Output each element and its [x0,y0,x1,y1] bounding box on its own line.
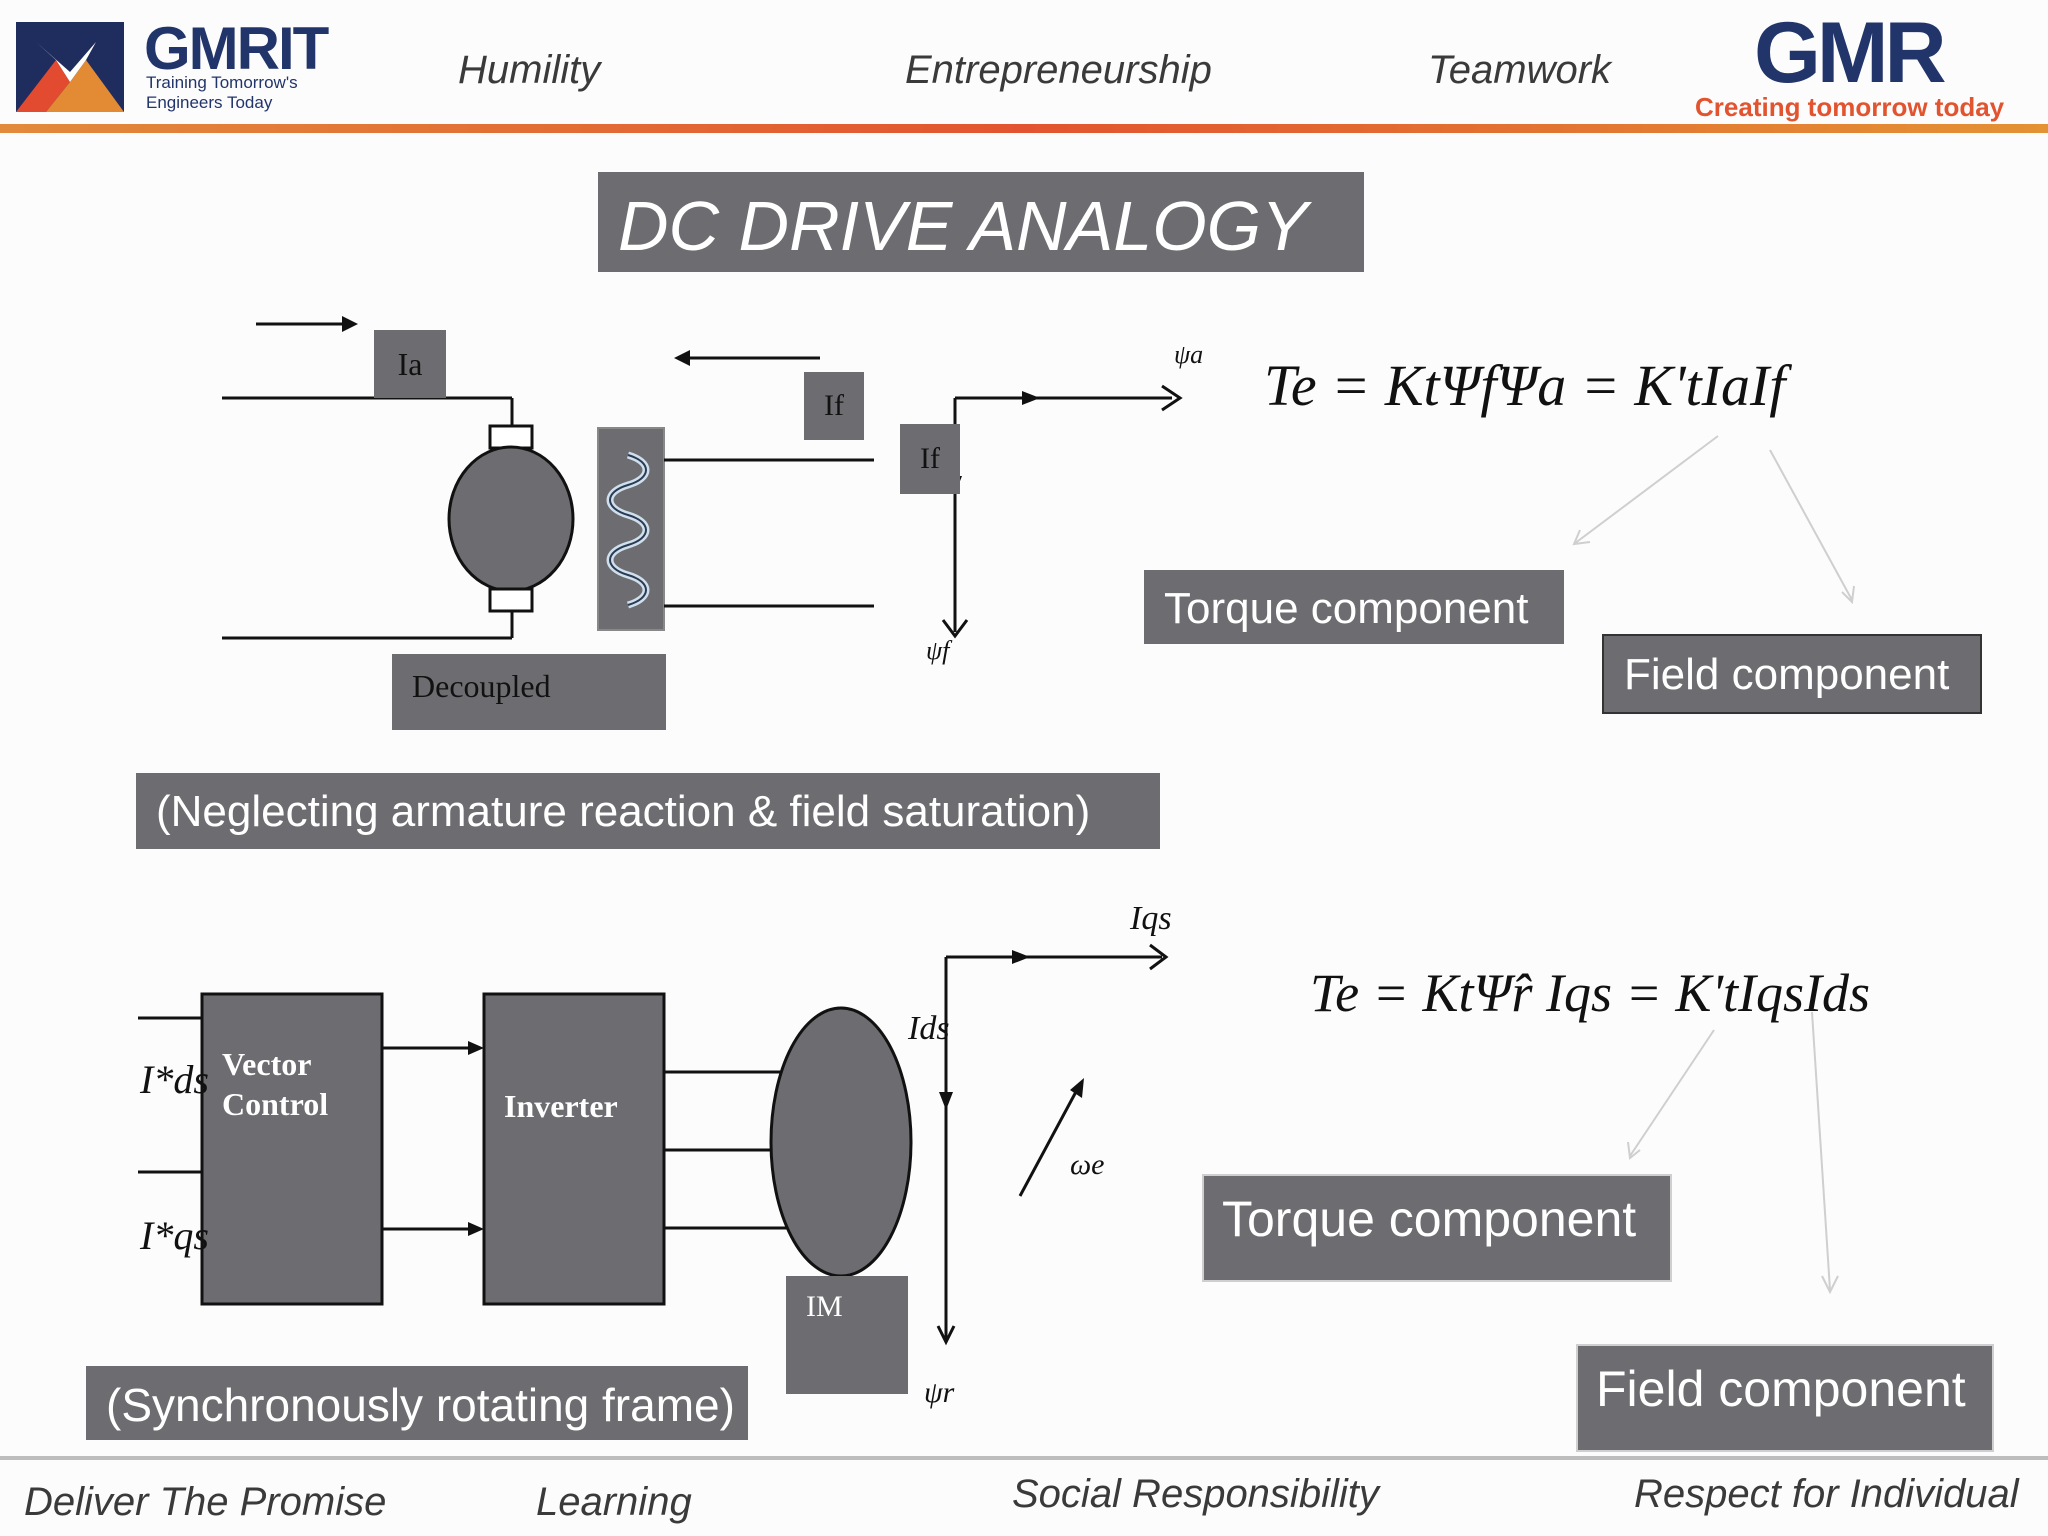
dc-torque-component-label: Torque component [1164,584,1529,633]
gmrit-wordmark: GMRIT [144,15,329,82]
gmr-logo: GMR Creating tomorrow today [1690,5,2035,125]
gmr-wordmark: GMR [1754,5,1947,101]
ids-star-label: I*ds [140,1057,209,1102]
vector-control-line-1: Vector [222,1046,312,1082]
ac-torque-component-box: Torque component [1202,1174,1672,1282]
dc-note: (Neglecting armature reaction & field sa… [156,787,1091,836]
gmrit-logo: GMRIT Training Tomorrow's Engineers Toda… [16,15,329,115]
if-label-box-top: If [804,372,864,440]
ia-label: Ia [397,345,423,382]
ac-field-pointer-arrow [1811,1011,1831,1291]
footer-value-deliver: Deliver The Promise [24,1480,387,1524]
psi-a-label: ψa [1174,340,1204,369]
ac-field-component-label: Field component [1596,1361,1966,1417]
if-label-axis: If [920,442,940,475]
im-label-box: IM [786,1276,908,1394]
field-winding-box [597,427,665,631]
ac-field-component-box: Field component [1576,1344,1994,1452]
ac-note-box: (Synchronously rotating frame) [86,1366,748,1440]
psi-f-label: ψf [926,636,950,665]
value-entrepreneurship: Entrepreneurship [905,48,1212,92]
vector-control-block [200,992,384,1306]
ac-note: (Synchronously rotating frame) [106,1379,735,1431]
decoupled-label: Decoupled [412,668,551,704]
gmrit-tagline-2: Engineers Today [146,93,273,112]
dc-field-component-box: Field component [1602,634,1982,714]
decoupled-box: Decoupled [392,654,666,730]
omega-e-label: ωe [1070,1148,1105,1181]
gmr-tagline: Creating tomorrow today [1695,92,2005,122]
if-label-top: If [824,389,844,422]
value-teamwork: Teamwork [1428,48,1612,92]
psi-r-label: ψr [924,1376,955,1409]
omega-e-arrow [1018,1087,1080,1197]
dc-field-component-label: Field component [1624,650,1950,699]
dc-note-box: (Neglecting armature reaction & field sa… [136,773,1160,849]
ids-axis-label: Ids [908,1010,950,1047]
ac-torque-component-label: Torque component [1222,1191,1637,1247]
dc-torque-equation: Te = KtΨfΨa = K'tIaIf [1264,353,1786,418]
value-humility: Humility [458,48,601,92]
header-rule [0,124,2048,133]
footer-rule [0,1456,2048,1460]
ac-torque-pointer-arrow [1629,1029,1715,1157]
iqs-star-label: I*qs [140,1213,209,1258]
torque-pointer-arrow [1573,435,1719,545]
dc-torque-component-box: Torque component [1144,570,1564,644]
footer-value-social: Social Responsibility [1012,1472,1379,1516]
if-label-box-axis: If [900,424,960,494]
ia-label-box: Ia [374,330,446,398]
field-pointer-arrow [1769,449,1853,601]
footer-value-respect: Respect for Individual [1634,1472,2019,1516]
inverter-label: Inverter [504,1088,618,1124]
ac-torque-equation: Te = KtΨ̂r Iqs = K'tIqsIds [1310,963,1870,1023]
footer-value-learning: Learning [536,1480,692,1524]
slide-title-box: DC DRIVE ANALOGY [598,172,1364,272]
inverter-block [482,992,666,1306]
vector-control-line-2: Control [222,1086,329,1122]
gmrit-tagline-1: Training Tomorrow's [146,73,298,92]
slide-title: DC DRIVE ANALOGY [618,187,1308,265]
im-label: IM [806,1290,843,1323]
iqs-axis-label: Iqs [1130,900,1172,937]
gmrit-logo-mark [16,22,124,112]
vector-control-label: Vector Control [222,1044,328,1124]
induction-motor [769,1006,913,1278]
